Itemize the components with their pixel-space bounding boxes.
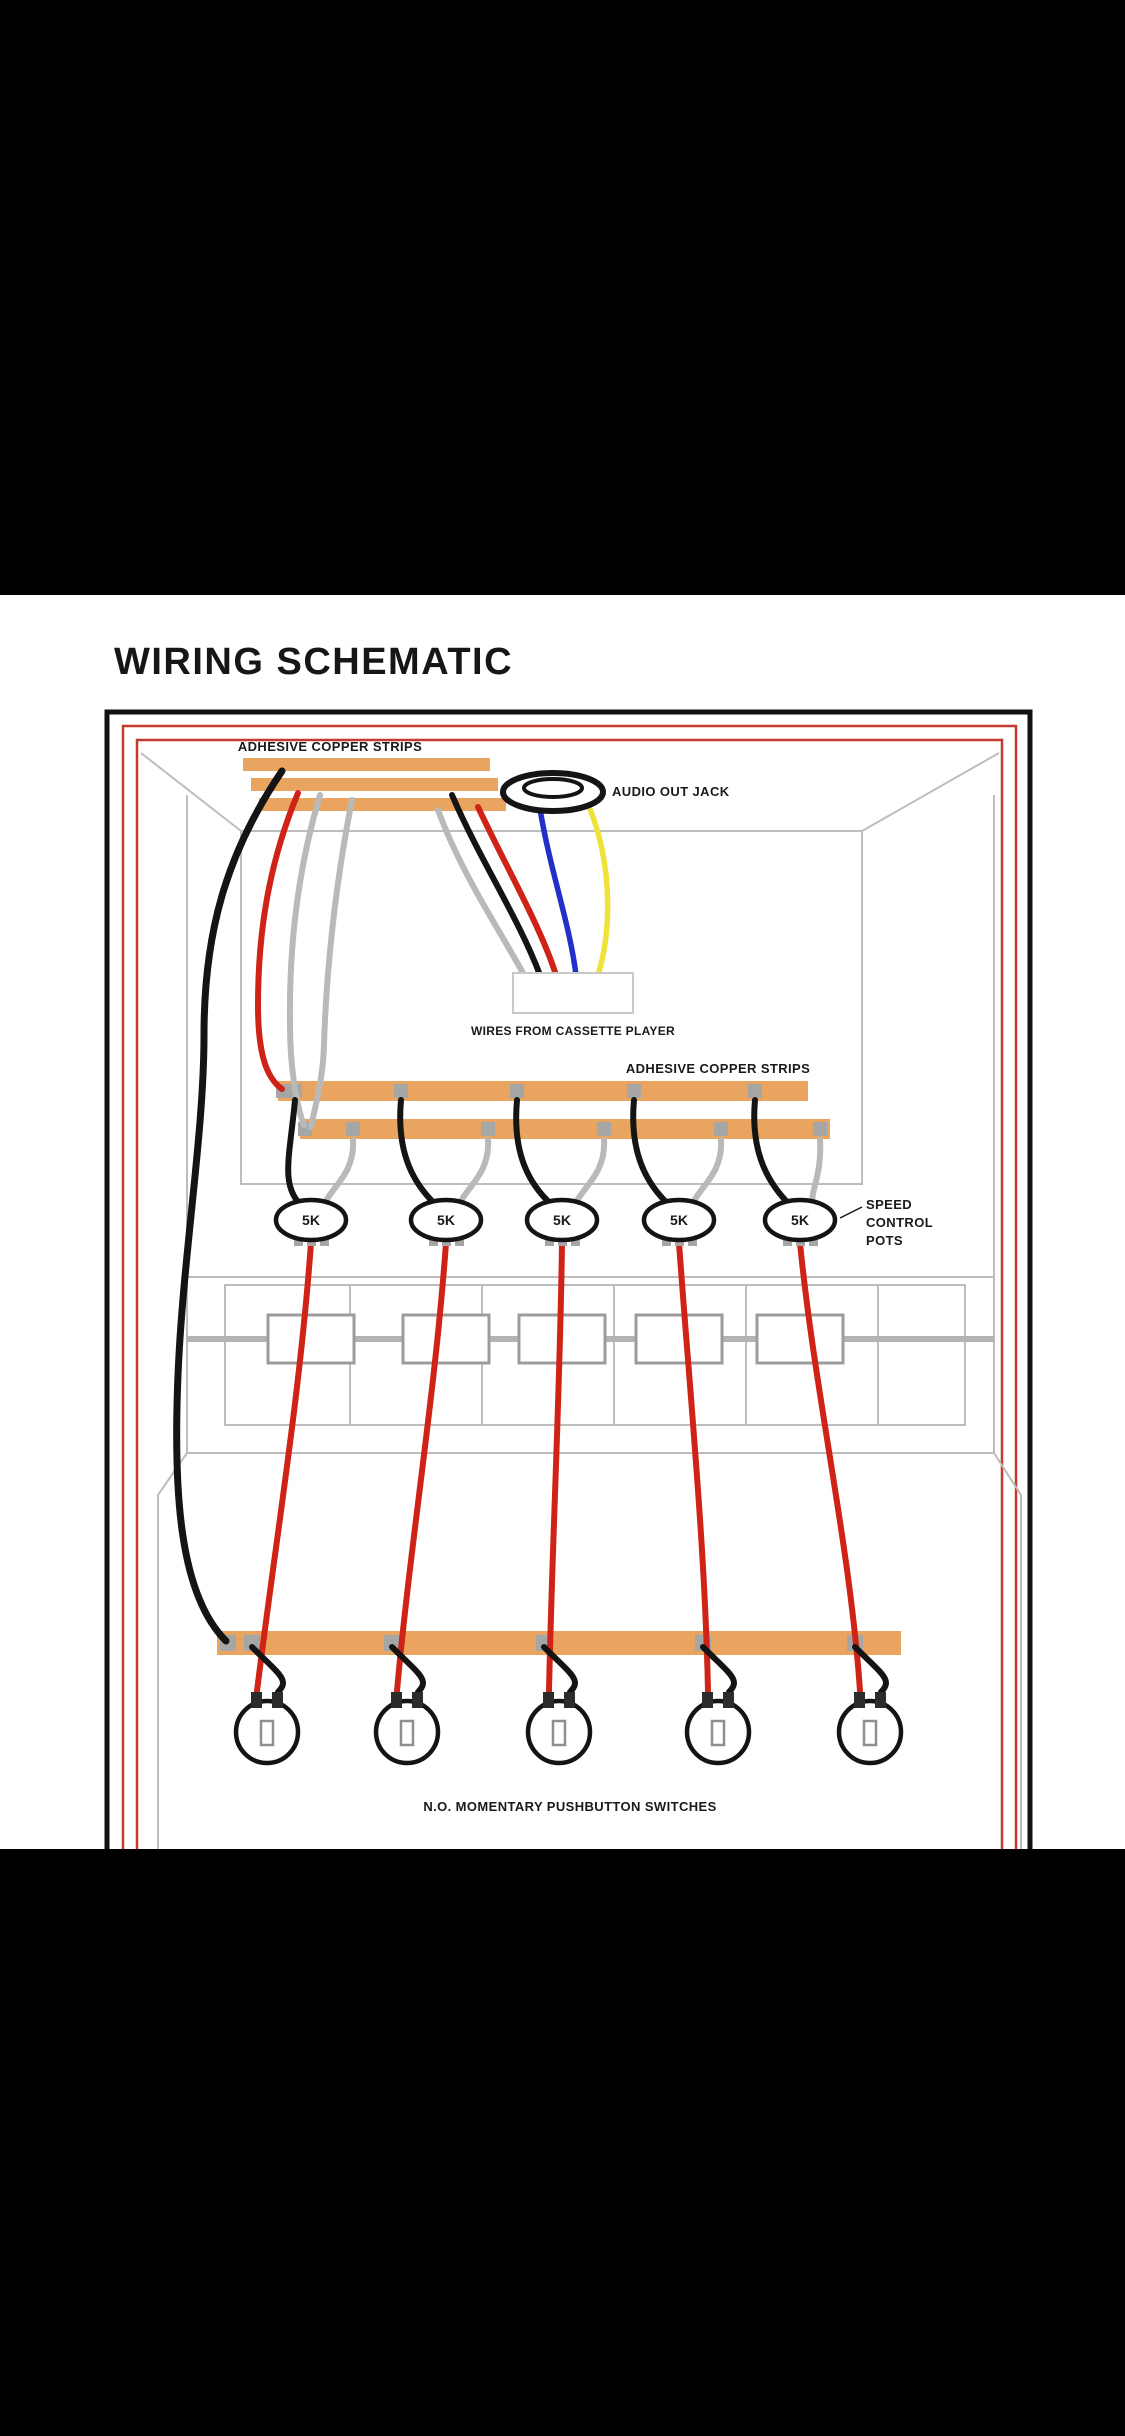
mechanism-block — [755, 1313, 845, 1365]
gray-wire — [308, 797, 355, 1130]
red-wire-switch — [546, 1240, 565, 1694]
enclosure-structure — [140, 752, 1022, 1849]
gray-wire-pot — [457, 1137, 492, 1206]
label-speed-pots-3: POTS — [866, 1233, 903, 1248]
copper-strip-bottom — [217, 1631, 901, 1655]
schematic-panel: WIRING SCHEMATIC — [0, 595, 1125, 1849]
pushbutton-switch-5 — [836, 1692, 904, 1766]
cassette-wires-box — [512, 972, 634, 1014]
black-jumper — [541, 1644, 578, 1695]
copper-strips-top — [243, 758, 506, 811]
gray-wire — [435, 807, 527, 978]
pushbutton-switch-3 — [525, 1692, 593, 1766]
diagram-frame — [104, 709, 1033, 1849]
wiring-schematic-diagram: 5K 5K 5K 5K — [104, 709, 1033, 1849]
red-wire-cassette — [475, 804, 559, 978]
wires — [173, 767, 889, 1695]
audio-out-jack — [500, 770, 606, 814]
black-jumper — [852, 1644, 889, 1695]
blue-wire-cassette — [537, 806, 579, 978]
pushbutton-switch-4 — [684, 1692, 752, 1766]
gray-wire-pot — [573, 1137, 608, 1206]
speed-pot-2: 5K — [408, 1197, 484, 1246]
black-jumper — [249, 1644, 286, 1695]
pushbutton-switch-2 — [373, 1692, 441, 1766]
red-wire-switch — [797, 1240, 863, 1694]
gray-wire-pot — [322, 1137, 357, 1206]
black-wire-pot — [397, 1097, 439, 1208]
speed-pot-5: 5K — [762, 1197, 838, 1246]
label-audio-jack: AUDIO OUT JACK — [612, 784, 730, 799]
label-speed-pots-2: CONTROL — [866, 1215, 933, 1230]
pushbutton-switch-1 — [233, 1692, 301, 1766]
page-title: WIRING SCHEMATIC — [114, 641, 514, 683]
speed-pots: 5K 5K 5K 5K — [273, 1197, 838, 1246]
black-jumper — [389, 1644, 426, 1695]
label-speed-pots-1: SPEED — [866, 1197, 912, 1212]
speed-pots-leader-line — [839, 1206, 863, 1219]
pot-value: 5K — [791, 1212, 809, 1228]
speed-pot-4: 5K — [641, 1197, 717, 1246]
gray-wire-pot — [690, 1137, 725, 1206]
red-wire — [254, 790, 301, 1092]
black-wire-pot — [751, 1097, 793, 1208]
pot-value: 5K — [553, 1212, 571, 1228]
gray-wire-pot — [809, 1137, 824, 1206]
gray-wire — [286, 792, 323, 1128]
label-copper-strips-top: ADHESIVE COPPER STRIPS — [238, 739, 422, 754]
label-switches: N.O. MOMENTARY PUSHBUTTON SWITCHES — [423, 1799, 716, 1814]
black-wire-cassette — [449, 792, 543, 978]
mechanism-block — [266, 1313, 356, 1365]
pot-value: 5K — [302, 1212, 320, 1228]
speed-pot-3: 5K — [524, 1197, 600, 1246]
speed-pot-1: 5K — [273, 1197, 349, 1246]
pot-value: 5K — [437, 1212, 455, 1228]
black-wire-pot — [513, 1097, 555, 1208]
label-copper-strips-mid: ADHESIVE COPPER STRIPS — [626, 1061, 810, 1076]
pushbutton-switches — [233, 1692, 904, 1766]
red-wire-switch — [394, 1240, 449, 1694]
diagram-labels: ADHESIVE COPPER STRIPS AUDIO OUT JACK WI… — [238, 739, 933, 1814]
red-wire-switch — [254, 1240, 314, 1694]
pot-value: 5K — [670, 1212, 688, 1228]
black-wire-long — [173, 767, 286, 1645]
mechanism-block — [401, 1313, 491, 1365]
yellow-wire-cassette — [587, 806, 611, 978]
copper-strips-mid — [278, 1081, 830, 1139]
black-wire-pot — [285, 1097, 304, 1208]
label-cassette-wires: WIRES FROM CASSETTE PLAYER — [471, 1024, 675, 1038]
black-wire-pot — [630, 1097, 672, 1208]
red-wire-switch — [676, 1240, 711, 1694]
mechanism-block — [634, 1313, 724, 1365]
black-jumper — [700, 1644, 737, 1695]
